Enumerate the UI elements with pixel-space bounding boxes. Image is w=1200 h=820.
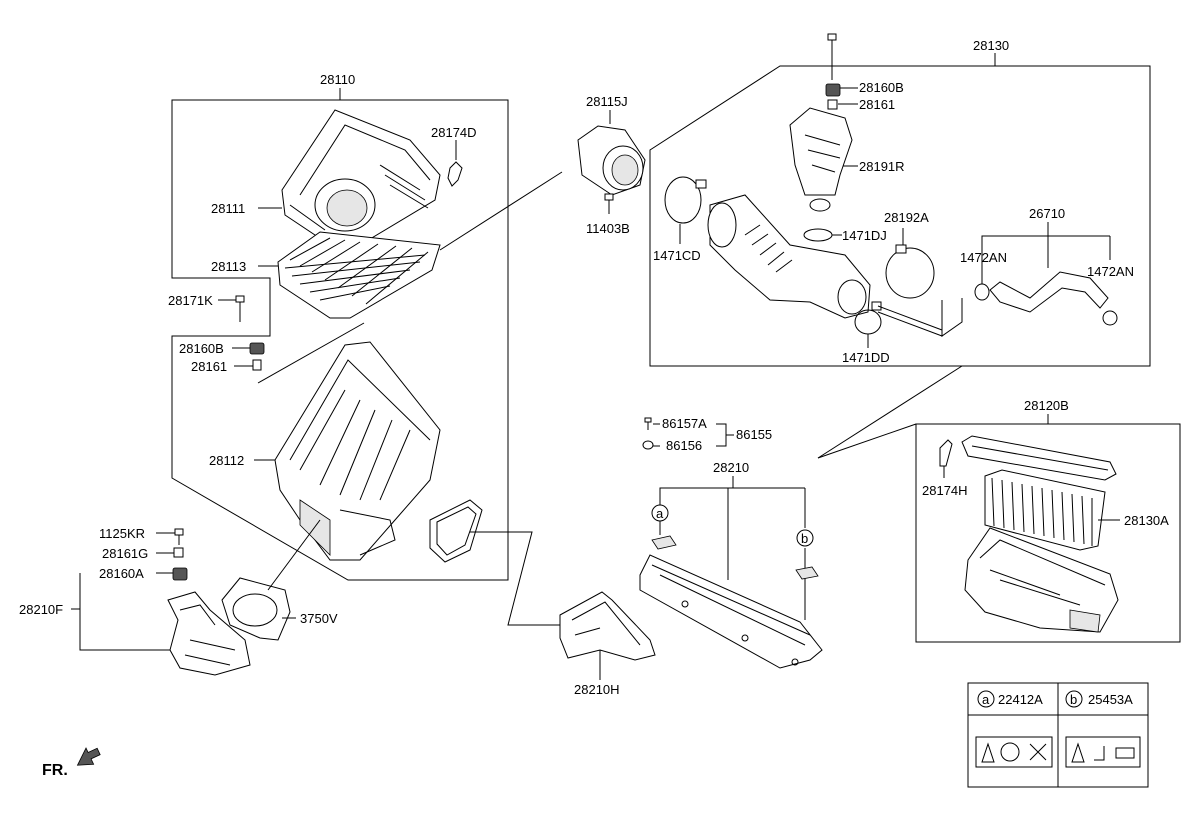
label-28171K: 28171K [168, 293, 213, 308]
legend-a-key: a [982, 692, 990, 707]
part-28120B-housing [964, 527, 1119, 633]
part-1471DJ-clamp [803, 228, 833, 242]
part-28191R-bracket [789, 107, 853, 212]
label-28161-right: 28161 [859, 97, 895, 112]
part-28161G-bushing [173, 547, 184, 558]
group-28210F: 1125KR 28161G 28160A 28210F 3750V [19, 519, 338, 676]
label-28161G: 28161G [102, 546, 148, 561]
part-28210-duct [639, 554, 823, 669]
label-28120B: 28120B [1024, 398, 1069, 413]
part-28112-lower-housing [274, 341, 441, 561]
part-28161-bushing-right [827, 99, 838, 110]
label-1471DJ: 1471DJ [842, 228, 887, 243]
part-3750V-sensor [221, 577, 291, 641]
part-26710-hose [974, 271, 1118, 326]
label-86156: 86156 [666, 438, 702, 453]
group-28120B: 28120B 28174H 28130A [817, 365, 1181, 643]
legend-a-part: 22412A [998, 692, 1043, 707]
part-gasket-ring [429, 499, 483, 563]
label-28113: 28113 [211, 259, 246, 274]
callout-b-letter: b [801, 531, 808, 546]
label-28111: 28111 [211, 201, 245, 216]
part-86156-clip [642, 440, 654, 450]
part-28210H-duct [559, 591, 656, 661]
legend-table: a 22412A b 25453A [967, 682, 1149, 788]
label-28112: 28112 [209, 453, 244, 468]
part-1125KR-bolt [174, 528, 184, 545]
label-28174H: 28174H [922, 483, 968, 498]
part-1471CD-clamp [664, 176, 707, 224]
label-28161-left: 28161 [191, 359, 227, 374]
part-28160A-grommet [172, 567, 188, 581]
label-26710: 26710 [1029, 206, 1065, 221]
front-arrow-icon [76, 747, 101, 766]
callout-a-letter: a [656, 506, 664, 521]
label-28210F: 28210F [19, 602, 63, 617]
label-front: FR. [42, 762, 68, 779]
label-28210H: 28210H [574, 682, 620, 697]
part-28130-hose [707, 194, 871, 319]
callout-b: b [795, 529, 819, 580]
part-28111-cover [281, 109, 441, 246]
group-28210H: 28210H [559, 591, 656, 697]
label-28191R: 28191R [859, 159, 905, 174]
label-1472AN-right: 1472AN [1087, 264, 1134, 279]
label-3750V: 3750V [300, 611, 338, 626]
part-28192A-clamp [885, 244, 935, 299]
label-1125KR: 1125KR [99, 526, 145, 541]
part-28120B-top [961, 435, 1117, 481]
part-28130A-filter [984, 469, 1106, 551]
part-28113-filter [277, 231, 441, 319]
part-86157A-bolt [644, 417, 652, 430]
label-86157A: 86157A [662, 416, 707, 431]
label-86155: 86155 [736, 427, 772, 442]
label-28192A: 28192A [884, 210, 929, 225]
label-1471DD: 1471DD [842, 350, 890, 365]
part-bolt-top [827, 33, 837, 80]
part-28160B-grommet-right [825, 83, 841, 97]
label-28130: 28130 [973, 38, 1009, 53]
label-28115J: 28115J [586, 94, 628, 109]
warning-label-icon [975, 736, 1053, 768]
part-28115J-resonator [577, 125, 646, 196]
part-11403B-bolt [604, 193, 614, 214]
label-1471CD: 1471CD [653, 248, 701, 263]
battery-label-icon [1065, 736, 1141, 768]
label-28160B-right: 28160B [859, 80, 904, 95]
part-28174D-clip [447, 161, 463, 187]
label-28160A: 28160A [99, 566, 144, 581]
part-28160B-grommet-left [249, 342, 265, 355]
callout-a: a [651, 504, 677, 550]
part-28174H-clip [939, 439, 953, 467]
group-28115J: 28115J 11403B [439, 94, 646, 251]
front-indicator: FR. [42, 747, 101, 779]
label-28174D: 28174D [431, 125, 477, 140]
legend-b-part: 25453A [1088, 692, 1133, 707]
label-28110: 28110 [320, 72, 355, 87]
part-28171K-bolt [235, 295, 245, 322]
label-28160B-left: 28160B [179, 341, 224, 356]
label-11403B: 11403B [586, 221, 630, 236]
legend-b-key: b [1070, 692, 1077, 707]
label-28210: 28210 [713, 460, 749, 475]
group-28130: 28130 28160B 28161 28191R 1471DJ [649, 33, 1151, 367]
group-28210: 86157A 86156 86155 28210 a b [639, 416, 823, 669]
label-28130A: 28130A [1124, 513, 1169, 528]
part-28210F-duct [167, 591, 251, 676]
detail-box-28120B [915, 423, 1181, 643]
label-1472AN-left: 1472AN [960, 250, 1007, 265]
part-28161-bushing-left [252, 359, 262, 371]
group-28110: 28110 28111 28174D 28113 [168, 72, 560, 626]
